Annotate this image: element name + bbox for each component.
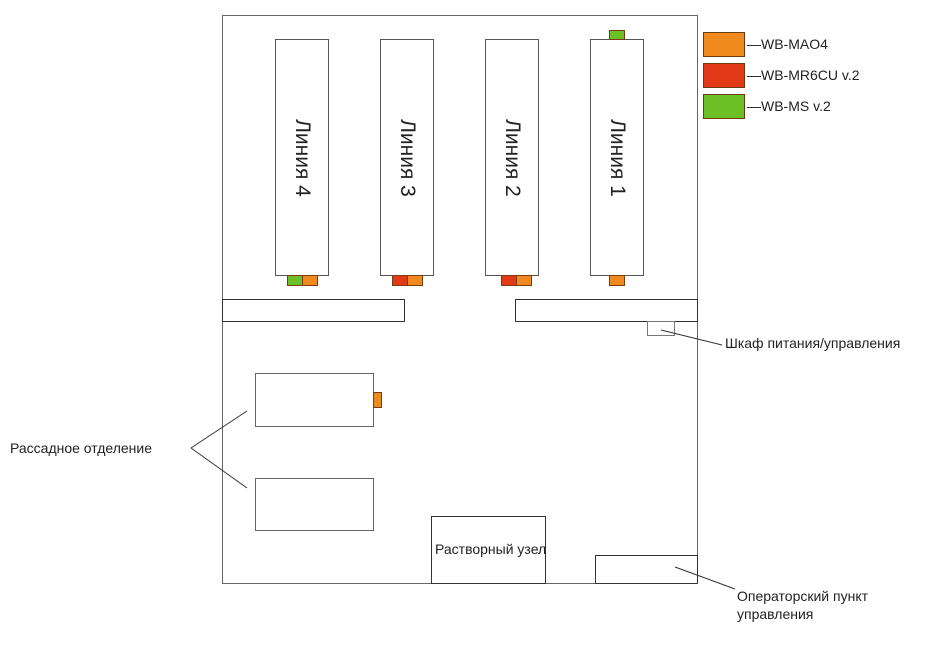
power-cabinet-box[interactable] <box>647 321 675 336</box>
line-4-bed[interactable]: Линия 4 <box>275 39 329 276</box>
legend-label-mao4: —WB-MAO4 <box>747 36 828 52</box>
line-3-mao4-module <box>407 275 423 286</box>
seedling-leader-bottom <box>190 447 248 489</box>
operator-label-line2: управления <box>737 606 814 622</box>
legend-label-mr6cu: —WB-MR6CU v.2 <box>747 67 860 83</box>
line-1-ms-module <box>609 30 625 40</box>
operator-label-line1: Операторский пункт <box>737 588 869 604</box>
solution-node-label: Растворный узел <box>435 541 547 557</box>
seedling-mao4-module <box>373 392 382 408</box>
line-1-bed[interactable]: Линия 1 <box>590 39 644 276</box>
line-2-bed[interactable]: Линия 2 <box>485 39 539 276</box>
operator-leader <box>674 566 736 590</box>
legend-swatch-mr6cu <box>703 63 745 88</box>
power-cabinet-label: Шкаф питания/управления <box>725 335 901 351</box>
right-partition <box>515 299 698 322</box>
power-cabinet-leader <box>660 329 723 346</box>
solution-node-box[interactable]: Растворный узел <box>431 516 546 584</box>
seedling-table-1[interactable] <box>255 373 374 427</box>
seedling-label: Рассадное отделение <box>10 440 153 456</box>
line-1-mao4-module <box>609 275 625 286</box>
seedling-leader-top <box>190 410 248 449</box>
line-4-mao4-module <box>302 275 318 286</box>
legend-swatch-ms <box>703 94 745 119</box>
left-partition <box>222 299 405 322</box>
seedling-table-2[interactable] <box>255 478 374 531</box>
legend-label-ms: —WB-MS v.2 <box>747 98 831 114</box>
legend-swatch-mao4 <box>703 32 745 57</box>
line-2-mao4-module <box>516 275 532 286</box>
